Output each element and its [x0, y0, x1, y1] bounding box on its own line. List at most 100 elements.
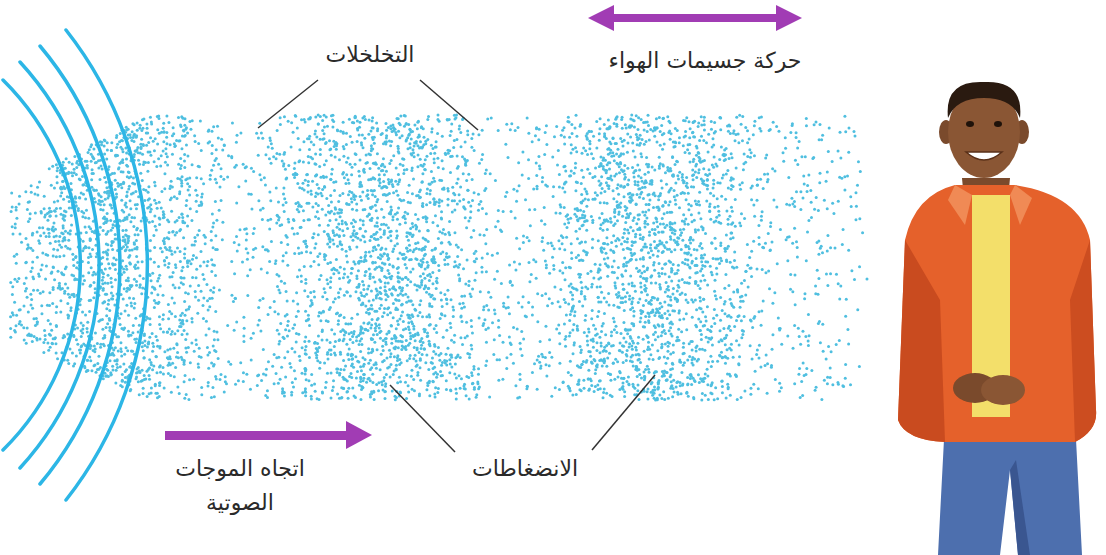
air-particle: [77, 207, 80, 210]
air-particle: [546, 304, 549, 307]
air-particle: [293, 252, 296, 255]
air-particle: [288, 329, 291, 332]
air-particle: [627, 283, 630, 286]
air-particle: [633, 216, 636, 219]
air-particle: [443, 293, 446, 296]
air-particle: [84, 225, 87, 228]
air-particle: [428, 381, 431, 384]
air-particle: [326, 125, 329, 128]
air-particle: [120, 312, 123, 315]
air-particle: [455, 243, 458, 246]
air-particle: [186, 265, 189, 268]
air-particle: [41, 251, 44, 254]
air-particle: [103, 191, 106, 194]
air-particle: [507, 295, 510, 298]
air-particle: [522, 337, 525, 340]
air-particle: [287, 320, 290, 323]
air-particle: [212, 344, 215, 347]
air-particle: [579, 345, 582, 348]
air-particle: [71, 253, 74, 256]
air-particle: [618, 294, 621, 297]
air-particle: [564, 301, 567, 304]
air-particle: [632, 219, 635, 222]
air-particle: [595, 349, 598, 352]
air-particle: [594, 191, 597, 194]
air-particle: [835, 343, 838, 346]
air-particle: [164, 161, 167, 164]
air-particle: [698, 191, 701, 194]
air-particle: [200, 177, 203, 180]
air-particle: [599, 285, 602, 288]
air-particle: [292, 219, 295, 222]
air-particle: [42, 341, 45, 344]
air-particle: [632, 150, 635, 153]
air-particle: [319, 192, 322, 195]
air-particle: [606, 243, 609, 246]
air-particle: [355, 339, 358, 342]
air-particle: [344, 221, 347, 224]
air-particle: [262, 348, 265, 351]
air-particle: [651, 228, 654, 231]
air-particle: [357, 361, 360, 364]
air-particle: [686, 301, 689, 304]
air-particle: [314, 129, 317, 132]
air-particle: [310, 395, 313, 398]
air-particle: [422, 341, 425, 344]
air-particle: [110, 291, 113, 294]
air-particle: [68, 161, 71, 164]
air-particle: [442, 167, 445, 170]
air-particle: [211, 213, 214, 216]
air-particle: [53, 222, 56, 225]
air-particle: [555, 328, 558, 331]
air-particle: [662, 117, 665, 120]
air-particle: [449, 171, 452, 174]
air-particle: [411, 148, 414, 151]
air-particle: [190, 219, 193, 222]
air-particle: [478, 203, 481, 206]
air-particle: [704, 394, 707, 397]
air-particle: [742, 168, 745, 171]
air-particle: [666, 350, 669, 353]
air-particle: [409, 271, 412, 274]
air-particle: [610, 241, 613, 244]
air-particle: [619, 342, 622, 345]
air-particle: [426, 261, 429, 264]
air-particle: [636, 193, 639, 196]
air-particle: [349, 294, 352, 297]
air-particle: [307, 314, 310, 317]
air-particle: [516, 328, 519, 331]
air-particle: [185, 351, 188, 354]
air-particle: [328, 308, 331, 311]
air-particle: [308, 324, 311, 327]
air-particle: [516, 126, 519, 129]
air-particle: [186, 333, 189, 336]
air-particle: [576, 324, 579, 327]
air-particle: [508, 264, 511, 267]
air-particle: [636, 342, 639, 345]
air-particle: [598, 132, 601, 135]
air-particle: [561, 272, 564, 275]
air-particle: [290, 391, 293, 394]
air-particle: [732, 291, 735, 294]
air-particle: [548, 364, 551, 367]
air-particle: [487, 308, 490, 311]
air-particle: [605, 392, 608, 395]
air-particle: [146, 395, 149, 398]
air-particle: [497, 220, 500, 223]
air-particle: [187, 398, 190, 401]
air-particle: [156, 143, 159, 146]
air-particle: [149, 116, 152, 119]
air-particle: [707, 133, 710, 136]
air-particle: [541, 176, 544, 179]
air-particle: [375, 287, 378, 290]
air-particle: [756, 268, 759, 271]
air-particle: [392, 302, 395, 305]
air-particle: [786, 335, 789, 338]
air-particle: [440, 210, 443, 213]
air-particle: [563, 322, 566, 325]
air-particle: [647, 124, 650, 127]
air-particle: [137, 330, 140, 333]
air-particle: [699, 287, 702, 290]
air-particle: [245, 239, 248, 242]
air-particle: [600, 223, 603, 226]
